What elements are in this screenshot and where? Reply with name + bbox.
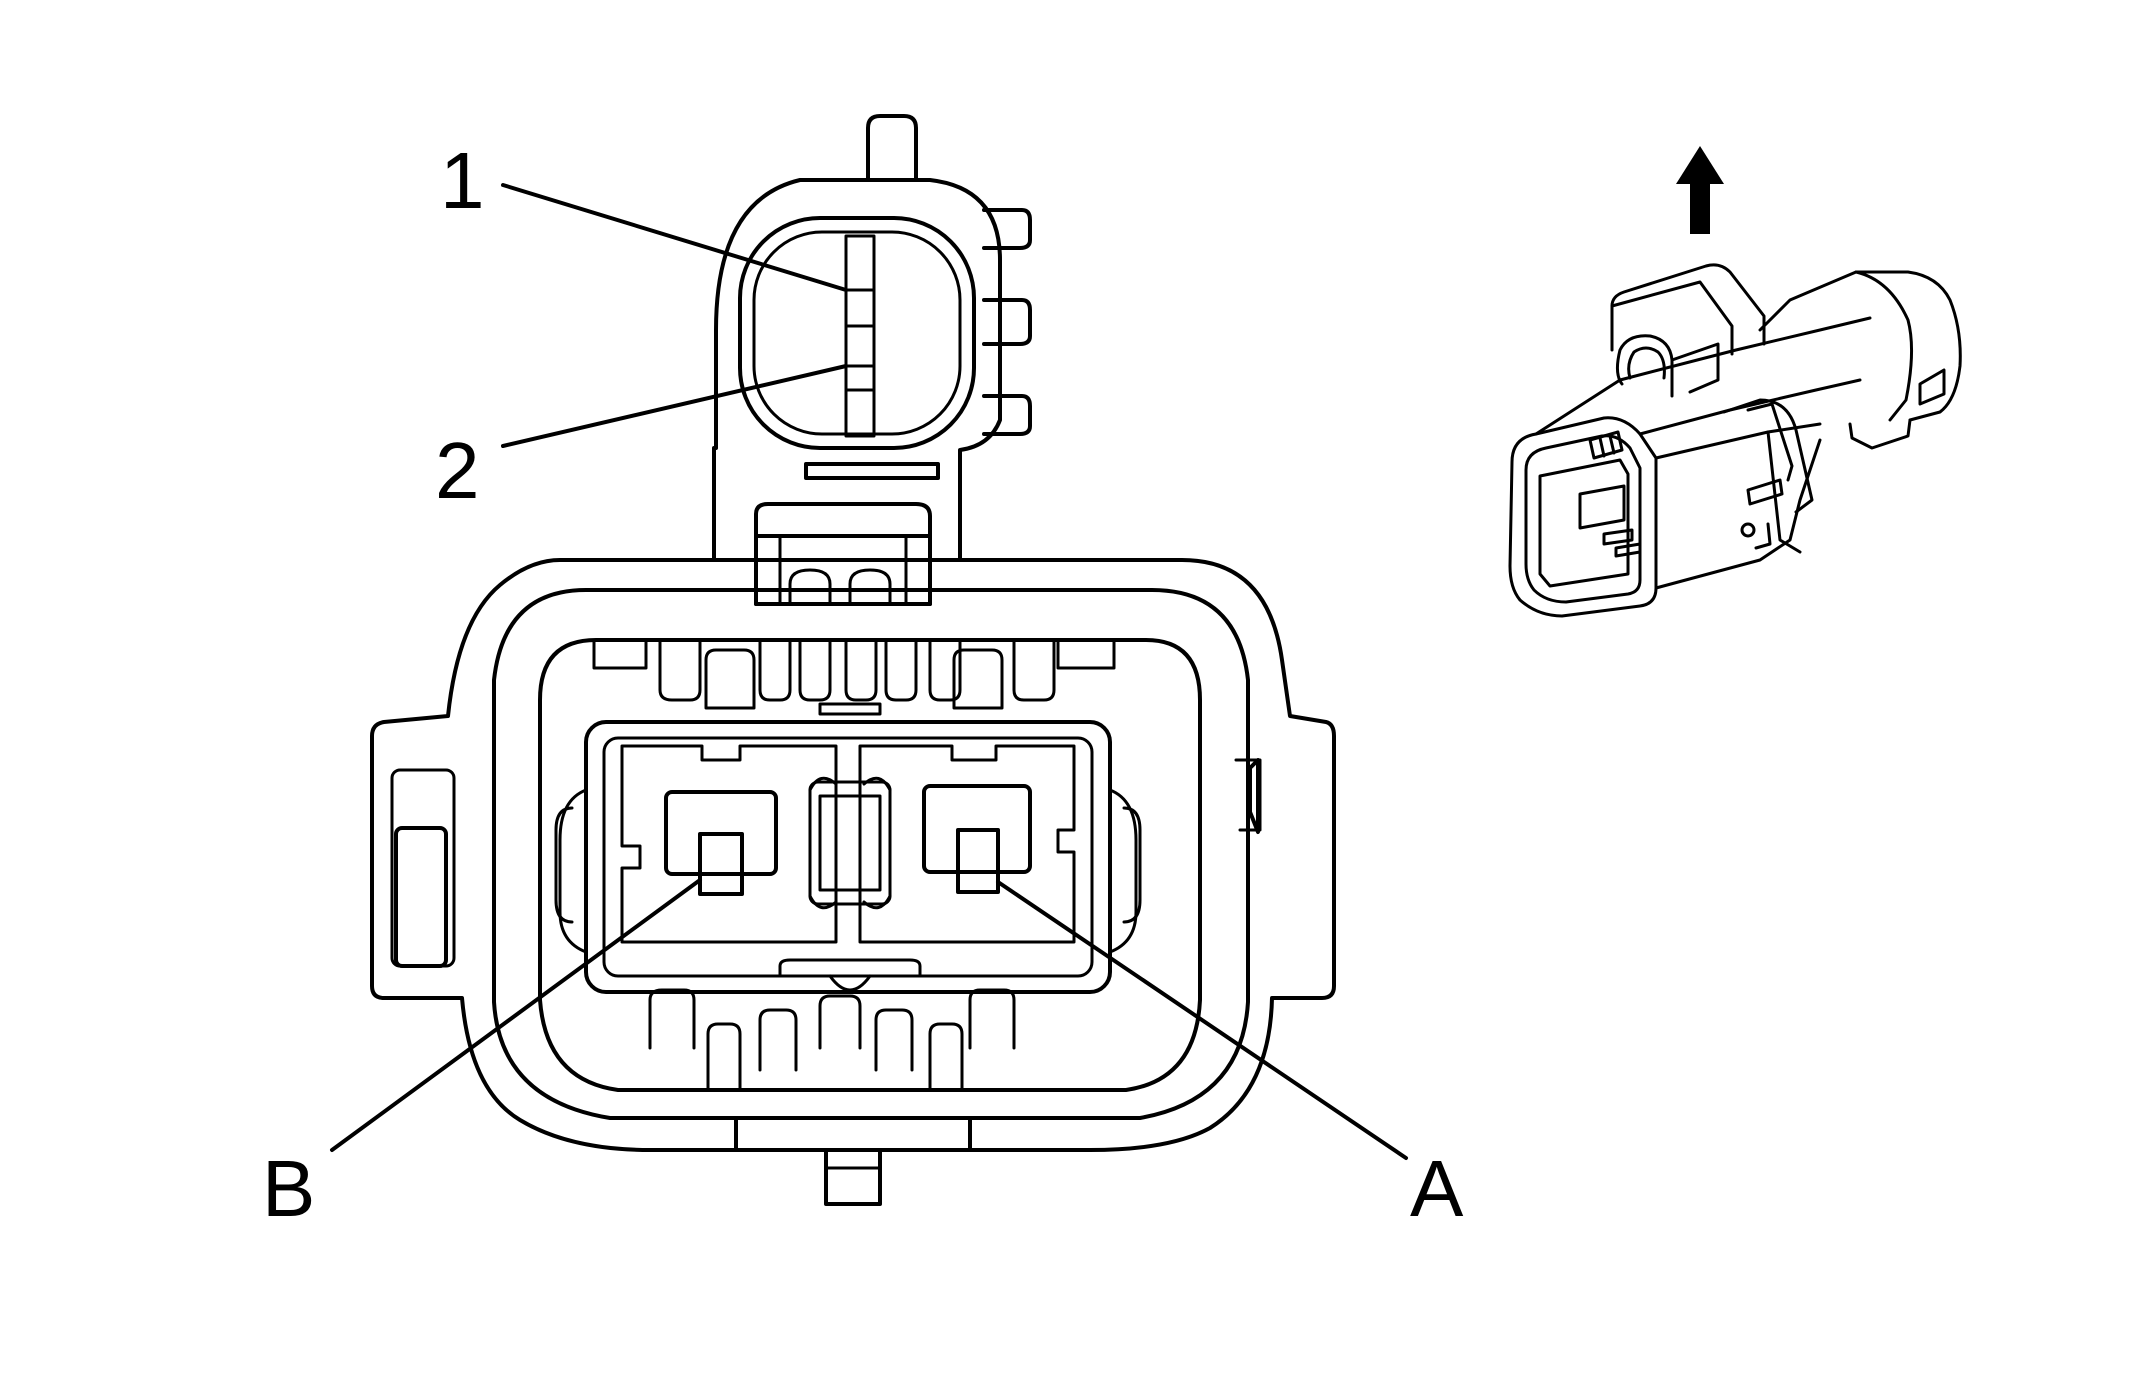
pin-1-cavity xyxy=(844,234,876,438)
bottom-latch-tab xyxy=(734,1116,972,1152)
callout-terminal-b: B xyxy=(262,1144,315,1233)
right-side-tab xyxy=(1248,758,1260,834)
main-housing-outline xyxy=(370,558,1336,1152)
leader-pin-2 xyxy=(501,364,848,448)
terminal-frame-inner xyxy=(602,736,1094,978)
leader-terminal-b xyxy=(330,878,702,1152)
bottom-ribs xyxy=(648,958,1016,1092)
connector-3d-view-icon xyxy=(1508,263,1962,618)
terminal-b-cavity xyxy=(620,744,838,944)
callout-pin-2: 2 xyxy=(435,426,480,515)
arrow-up-icon xyxy=(1676,146,1724,234)
seal-ring xyxy=(538,638,1202,1092)
left-side-tab xyxy=(394,826,448,968)
secondary-oval-housing xyxy=(712,178,1032,562)
housing-inner-ring xyxy=(492,588,1250,1120)
top-ribs xyxy=(592,638,1116,716)
callout-pin-1: 1 xyxy=(440,136,485,225)
leader-pin-1 xyxy=(501,183,848,292)
housing-neck xyxy=(754,462,940,606)
top-latch-tab xyxy=(866,114,918,180)
connector-face xyxy=(370,114,1336,1206)
terminal-frame-outer xyxy=(584,720,1112,994)
leader-terminal-a xyxy=(996,880,1408,1160)
callout-terminal-a: A xyxy=(1410,1144,1464,1233)
center-separator xyxy=(808,776,892,910)
terminal-a-cavity xyxy=(858,744,1076,944)
